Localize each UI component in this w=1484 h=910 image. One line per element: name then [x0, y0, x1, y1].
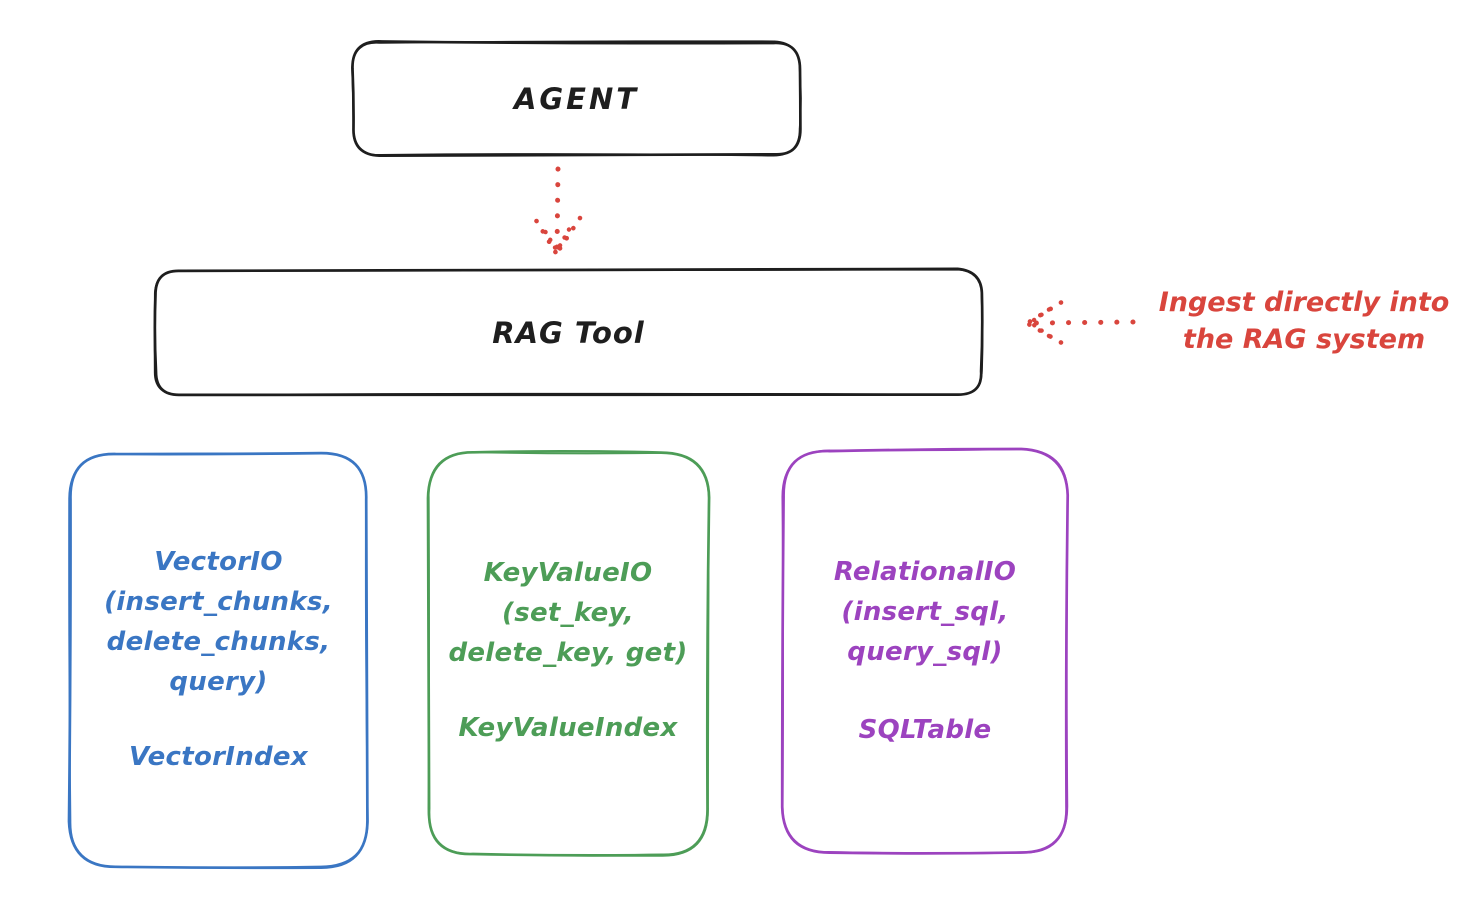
vector-io-line: query): [169, 667, 268, 697]
keyvalue-io-line: KeyValueIO: [483, 558, 653, 588]
vector-io-text: VectorIO (insert_chunks, delete_chunks, …: [70, 542, 367, 702]
vector-io-line: delete_chunks,: [106, 627, 331, 657]
relational-io-line: RelationalIO: [833, 557, 1017, 587]
vector-io-box: [67, 451, 369, 870]
keyvalue-io-line: (set_key,: [502, 598, 634, 628]
keyvalue-io-box: [426, 449, 711, 857]
ingest-dotted-arrow: [1025, 300, 1136, 345]
vector-index-label: VectorIndex: [129, 742, 308, 772]
keyvalue-index-label: KeyValueIndex: [458, 713, 678, 743]
sql-table-label: SQLTable: [858, 715, 992, 745]
ingest-annotation-line2: the RAG system: [1182, 324, 1426, 355]
keyvalue-io-text: KeyValueIO (set_key, delete_key, get): [428, 553, 708, 673]
relational-io-text: RelationalIO (insert_sql, query_sql): [783, 552, 1067, 672]
relational-io-line: query_sql): [847, 637, 1003, 667]
ingest-annotation: Ingest directly into the RAG system: [1128, 284, 1480, 358]
ingest-annotation-line1: Ingest directly into: [1158, 287, 1450, 318]
relational-io-line: (insert_sql,: [841, 597, 1009, 627]
relational-io-box: [780, 447, 1070, 855]
agent-to-rag-dotted-arrow: [534, 166, 583, 256]
rag-tool-label: RAG Tool: [492, 315, 645, 350]
rag-tool-box: [153, 267, 984, 397]
agent-label: AGENT: [513, 81, 640, 116]
agent-box: [351, 40, 802, 158]
vector-io-line: (insert_chunks,: [104, 587, 333, 617]
keyvalue-io-line: delete_key, get): [448, 638, 688, 668]
vector-io-line: VectorIO: [154, 547, 283, 577]
